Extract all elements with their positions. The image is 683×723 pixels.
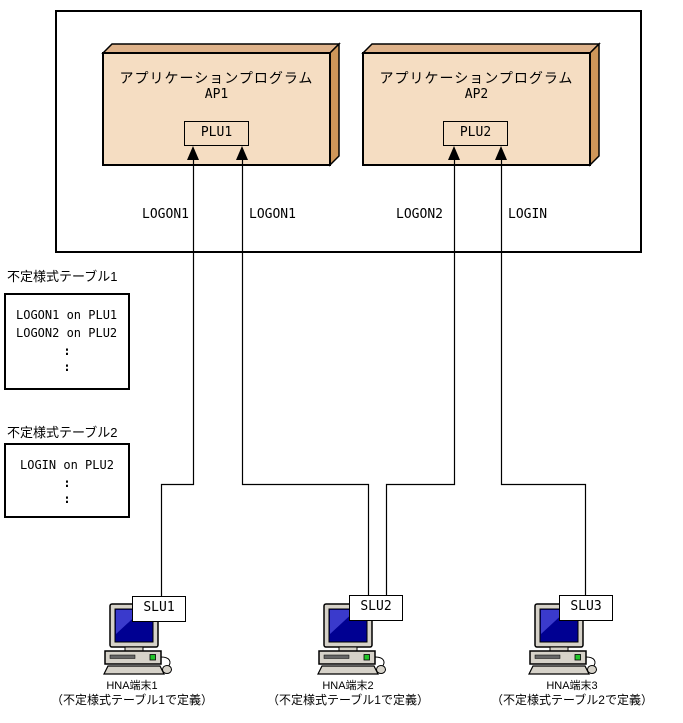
ap1-3d-box <box>101 42 341 167</box>
ap2-3d-box <box>361 42 601 167</box>
plu2-box: PLU2 <box>443 121 508 146</box>
table2-ellipsis: : <box>63 492 71 506</box>
table1-ellipsis: : <box>63 344 71 358</box>
terminal2-caption: HNA端末2 （不定様式テーブル1で定義） <box>253 679 443 708</box>
table1-row: LOGON2 on PLU2 <box>16 326 118 340</box>
table2-ellipsis: : <box>63 476 71 490</box>
terminal2-name: HNA端末2 <box>322 680 374 692</box>
table2-label: 不定様式テーブル2 <box>7 425 118 440</box>
line-logon1-slu2 <box>241 159 370 600</box>
slu3-box: SLU3 <box>559 595 613 621</box>
line-login-slu3 <box>500 159 587 600</box>
arrow-up-icon <box>495 146 507 160</box>
arrow-up-icon <box>448 146 460 160</box>
system-boundary-box <box>55 10 642 253</box>
table2-box: LOGIN on PLU2 : : <box>4 443 130 518</box>
terminal2-note: （不定様式テーブル1で定義） <box>267 693 429 707</box>
terminal3-note: （不定様式テーブル2で定義） <box>491 693 653 707</box>
terminal3-caption: HNA端末3 （不定様式テーブル2で定義） <box>477 679 667 708</box>
line-logon2-slu2 <box>385 159 456 600</box>
connection-label-logon1-left: LOGON1 <box>142 207 189 222</box>
arrowheads <box>187 146 507 160</box>
ap1-name: AP1 <box>204 87 229 102</box>
arrow-up-icon <box>236 146 248 160</box>
line-logon1-slu1 <box>160 159 195 600</box>
connection-label-logon2: LOGON2 <box>396 207 443 222</box>
connection-lines <box>160 159 587 600</box>
table2-row: LOGIN on PLU2 <box>20 458 114 472</box>
table1-label: 不定様式テーブル1 <box>7 269 118 284</box>
plu1-box: PLU1 <box>184 121 249 146</box>
slu2-box: SLU2 <box>349 595 403 621</box>
table1-row: LOGON1 on PLU1 <box>16 308 118 322</box>
table1-ellipsis: : <box>63 360 71 374</box>
terminal1-caption: HNA端末1 （不定様式テーブル1で定義） <box>37 679 227 708</box>
connection-label-login: LOGIN <box>508 207 548 222</box>
slu1-box: SLU1 <box>132 596 186 622</box>
terminal1-name: HNA端末1 <box>106 680 158 692</box>
ap2-name: AP2 <box>464 87 489 102</box>
ap2-title: アプリケーションプログラム <box>379 70 574 86</box>
terminal3-name: HNA端末3 <box>546 680 598 692</box>
terminal1-note: （不定様式テーブル1で定義） <box>51 693 213 707</box>
arrow-up-icon <box>187 146 199 160</box>
ap1-title: アプリケーションプログラム <box>119 70 314 86</box>
connection-label-logon1-right: LOGON1 <box>249 207 296 222</box>
table1-box: LOGON1 on PLU1 LOGON2 on PLU2 : : <box>4 293 130 390</box>
